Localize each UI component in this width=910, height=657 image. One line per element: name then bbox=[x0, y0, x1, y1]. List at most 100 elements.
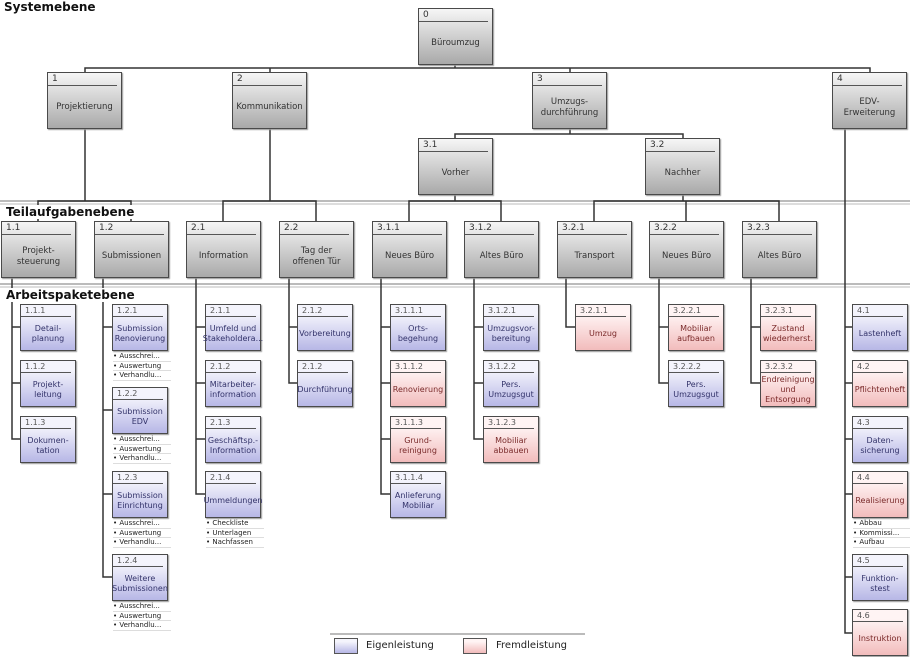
node-label: Endreinigung und Entsorgung bbox=[761, 375, 815, 404]
node-label: Mitarbeiter- information bbox=[209, 380, 257, 399]
bullet-text: Ausschrei... bbox=[119, 519, 160, 527]
bullet-text: Ausschrei... bbox=[119, 602, 160, 610]
node-label: Altes Büro bbox=[757, 251, 802, 262]
bullet-item: • Checkliste bbox=[206, 519, 264, 529]
node-number: 3.1.2.2 bbox=[484, 361, 534, 373]
bullet-item: • Abbau bbox=[853, 519, 910, 529]
bullet-item: • Verhandlu... bbox=[113, 371, 171, 381]
node-label: Lastenheft bbox=[858, 329, 902, 338]
node-number: 4.2 bbox=[853, 361, 903, 373]
node-number: 3.2.3.1 bbox=[761, 305, 811, 317]
node-label: Umzug bbox=[589, 329, 617, 338]
bullet-item: • Aufbau bbox=[853, 538, 910, 548]
node-label: Ummeldungen bbox=[203, 496, 263, 505]
legend-swatch-own bbox=[334, 638, 358, 654]
node-number: 1.1.2 bbox=[21, 361, 71, 373]
legend-own: Eigenleistung bbox=[366, 640, 434, 651]
bullet-item: • Verhandlu... bbox=[113, 454, 171, 464]
bullet-item: • Ausschrei... bbox=[113, 352, 171, 362]
node-label: Submissionen bbox=[101, 251, 162, 262]
node-number: 3.1.2.1 bbox=[484, 305, 534, 317]
node-label: Umfeld und Stakeholdera... bbox=[202, 324, 264, 343]
node-label: Kommunikation bbox=[236, 102, 303, 113]
legend-swatch-external bbox=[463, 638, 487, 654]
node-number: 3.2 bbox=[646, 139, 715, 152]
legend-external: Fremdleistung bbox=[496, 640, 568, 651]
node-label: Nachher bbox=[664, 168, 701, 179]
node-label: Projekt- leitung bbox=[32, 380, 64, 399]
node-label: Dokumen- tation bbox=[27, 436, 69, 455]
node-label: Submission Renovierung bbox=[114, 324, 166, 343]
node-number: 3.2.2 bbox=[650, 222, 719, 235]
node-number: 2.1.1 bbox=[206, 305, 256, 317]
bullet-text: Verhandlu... bbox=[119, 454, 162, 462]
bullet-text: Ausschrei... bbox=[119, 352, 160, 360]
node-number: 1.1.3 bbox=[21, 417, 71, 429]
bullet-text: Aufbau bbox=[859, 538, 885, 546]
bullet-list: • Ausschrei...• Auswertung• Verhandlu... bbox=[113, 435, 171, 464]
node-label: Altes Büro bbox=[479, 251, 524, 262]
node-number: 1.2 bbox=[95, 222, 164, 235]
bullet-text: Checkliste bbox=[212, 519, 249, 527]
node-label: Realisierung bbox=[855, 496, 905, 505]
bullet-text: Auswertung bbox=[119, 444, 162, 453]
node-label: Mobiliar aufbauen bbox=[677, 324, 715, 343]
node-label: Durchführung bbox=[297, 385, 353, 394]
node-label: Daten- sicherung bbox=[860, 436, 900, 455]
bullet-list: • Checkliste• Unterlagen• Nachfassen bbox=[206, 519, 264, 548]
bullet-text: Kommissi... bbox=[859, 528, 900, 537]
node-label: EDV- Erweiterung bbox=[843, 96, 896, 118]
node-label: Neues Büro bbox=[384, 251, 435, 262]
node-number: 2.2 bbox=[280, 222, 349, 235]
node-number: 4.3 bbox=[853, 417, 903, 429]
node-number: 2.1.2 bbox=[206, 361, 256, 373]
